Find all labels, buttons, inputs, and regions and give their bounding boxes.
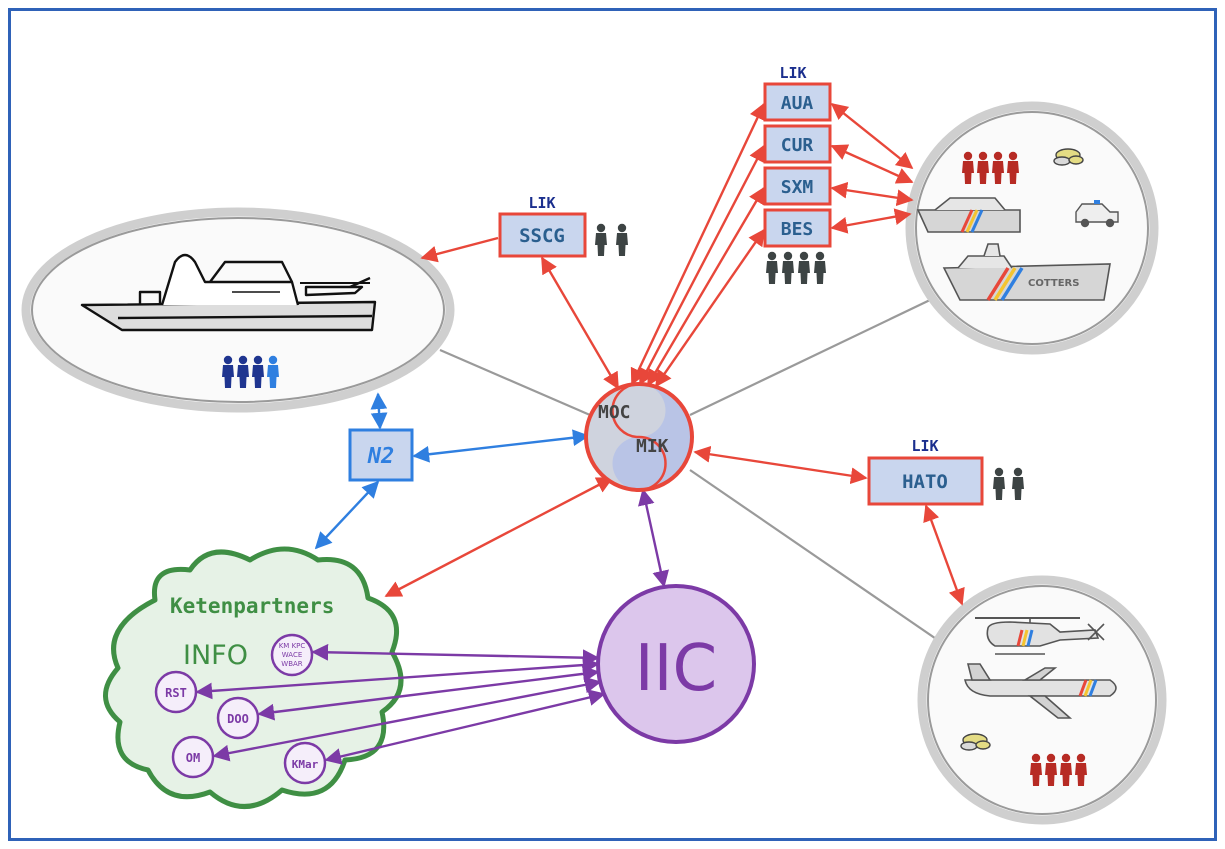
hato-box: [867, 456, 984, 506]
coastguard-cutter-icon: [916, 197, 1021, 233]
arrow-iic-kmar: [324, 689, 606, 765]
partner-kmar-label: KMar: [292, 758, 319, 771]
drug-package-icon: [1053, 148, 1084, 166]
patrol-plane-icon: [964, 663, 1117, 719]
lik-label-sscg: LIK: [528, 194, 555, 212]
partner-doo-label: DOO: [227, 712, 249, 726]
bes-label: BES: [781, 219, 814, 240]
person-icon: [782, 251, 794, 284]
person-icon: [1012, 467, 1024, 500]
hub-moc-label: MOC: [598, 402, 631, 423]
arrow-bes-cutters: [830, 208, 912, 234]
aua-label: AUA: [781, 93, 814, 114]
partner-doo: DOO: [216, 696, 260, 740]
sxm-box: [763, 166, 832, 206]
person-icon: [993, 467, 1005, 500]
cur-label: CUR: [781, 135, 814, 156]
aua-box: [763, 82, 832, 122]
lik-label-hato: LIK: [911, 437, 938, 455]
arrow-n2-hub: [412, 429, 590, 463]
arrow-sscg-ship: [420, 236, 499, 263]
red-arrows: [384, 102, 965, 606]
line-hub-cutters: [689, 299, 931, 416]
person-icon: [616, 223, 628, 256]
hato-node: LIK HATO: [867, 437, 1024, 506]
svg-text:WACE: WACE: [282, 651, 303, 659]
sxm-label: SXM: [781, 177, 814, 198]
lik-label-islands: LIK: [779, 64, 806, 82]
sscg-label: SSCG: [519, 225, 565, 247]
arrow-aua-cutters: [830, 102, 914, 170]
drug-package-icon: [960, 733, 991, 751]
arrow-sscg-hub: [540, 256, 620, 390]
hato-label: HATO: [902, 471, 948, 493]
cutter-hull-label: COTTERS: [1028, 278, 1079, 289]
n2-node: N2: [348, 428, 414, 482]
arrow-n2-ship: [370, 392, 388, 430]
islands-node: LIK AUA CUR SXM BES: [763, 64, 832, 284]
ketenpartners-cloud: Ketenpartners INFO KM KPC WACE WBAR RST …: [103, 546, 404, 809]
n2-label: N2: [367, 444, 395, 469]
naval-ship-icon: [80, 253, 377, 332]
arrow-cur-cutters: [830, 144, 914, 184]
arrow-aua-hub: [630, 102, 766, 386]
hub-mik-label: MIK: [636, 436, 669, 457]
sscg-node: LIK SSCG: [498, 194, 628, 258]
svg-text:WBAR: WBAR: [281, 660, 303, 668]
person-icon: [814, 251, 826, 284]
naval-ship-group: [21, 207, 455, 413]
arrow-hato-aircraft: [923, 504, 965, 606]
partner-om-label: OM: [186, 751, 200, 765]
person-icon: [766, 251, 778, 284]
partner-om: OM: [171, 735, 215, 779]
iic-label: IIC: [635, 632, 717, 706]
patrol-car-icon: [1075, 200, 1119, 228]
arrow-hub-cloud: [384, 476, 614, 598]
blue-arrows: [314, 392, 590, 550]
line-hub-aircraft: [689, 469, 946, 646]
arrow-sxm-cutters: [830, 181, 914, 207]
line-hub-ship: [439, 348, 591, 417]
n2-box: [348, 428, 414, 482]
cloud-shape: [103, 546, 404, 809]
partner-rst: RST: [154, 670, 198, 714]
coastguard-cutter-icon: COTTERS: [942, 243, 1111, 301]
partner-kmar: KMar: [283, 741, 327, 785]
cloud-info-label: INFO: [183, 640, 248, 671]
grey-connectors: [439, 299, 946, 646]
helicopter-icon: [975, 617, 1105, 655]
person-icon: [595, 223, 607, 256]
person-icon: [798, 251, 810, 284]
arrow-hub-iic: [638, 488, 669, 588]
moc-mik-hub: MOC MIK: [584, 382, 694, 492]
iic-node: IIC: [596, 584, 756, 744]
cloud-title: Ketenpartners: [170, 594, 334, 618]
arrow-bes-hub: [655, 228, 765, 388]
arrow-cur-hub: [638, 144, 766, 386]
partner-km: KM KPC WACE WBAR: [270, 633, 314, 677]
arrow-hub-hato: [693, 445, 868, 485]
purple-arrows: [195, 488, 669, 765]
aircraft-group: [917, 575, 1167, 825]
cutters-group: COTTERS: [905, 101, 1159, 355]
hub-circle: [584, 382, 694, 492]
arrow-n2-cloud: [314, 480, 380, 550]
arrow-sxm-hub: [646, 186, 766, 387]
sscg-box: [498, 212, 587, 258]
cur-box: [763, 124, 832, 164]
bes-box: [763, 208, 832, 248]
partner-rst-label: RST: [165, 686, 187, 700]
svg-text:KM KPC: KM KPC: [279, 642, 306, 650]
